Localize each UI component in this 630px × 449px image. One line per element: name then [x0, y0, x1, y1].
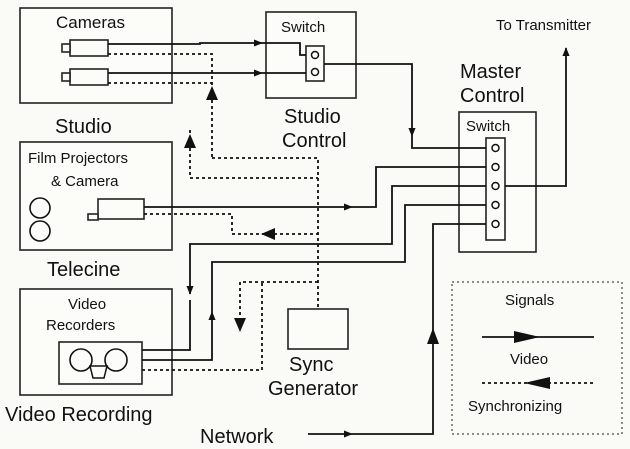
legend-video-label: Video — [510, 351, 548, 368]
legend-sync-arrow — [524, 377, 550, 389]
video-recorders-label-line1: Video — [68, 296, 106, 313]
network-label: Network — [200, 426, 274, 448]
to-transmitter-label: To Transmitter — [496, 17, 591, 34]
master-control-label-line1: Master — [460, 61, 521, 83]
camera-icon — [61, 68, 109, 86]
studio-label: Studio — [55, 116, 112, 138]
film-reel-icon — [29, 197, 51, 242]
studio-switch-label: Switch — [281, 19, 325, 36]
to-transmitter-line — [505, 47, 570, 187]
video-signal-lines — [108, 39, 570, 438]
legend-video-arrow — [514, 331, 540, 343]
sync-trunk-line — [212, 157, 319, 309]
telecine-box — [19, 141, 173, 251]
studio-control-label-line1: Studio — [284, 106, 341, 128]
recorder-to-master-line — [142, 311, 216, 361]
video-recording-label: Video Recording — [5, 404, 153, 426]
studio-to-master-line — [324, 63, 416, 137]
recorder-sync-line — [239, 281, 318, 322]
legend-box — [451, 281, 623, 435]
master-control-label-line2: Control — [460, 85, 524, 107]
telecine-camera-icon — [87, 198, 145, 221]
master-switch-label: Switch — [466, 118, 510, 135]
legend-sync-label: Synchronizing — [468, 398, 562, 415]
camera1-sync-line — [108, 53, 213, 158]
sync-generator-label-line2: Generator — [268, 378, 358, 400]
studio-switch-icon — [305, 45, 325, 82]
camera-icon — [61, 39, 109, 57]
cameras-label: Cameras — [56, 13, 125, 32]
sync-signal-lines — [108, 53, 319, 371]
video-recorders-label-line2: Recorders — [46, 317, 115, 334]
sync-generator-label-line1: Sync — [289, 354, 333, 376]
telecine-label: Telecine — [47, 259, 120, 281]
sync-generator-box — [287, 308, 349, 350]
master-switch-icon — [485, 137, 506, 241]
film-projectors-label-line1: Film Projectors — [28, 150, 128, 167]
tape-recorder-icon — [58, 341, 143, 385]
master-to-recorder-line — [186, 185, 486, 295]
studio-control-label-line2: Control — [282, 130, 346, 152]
film-projectors-label-line2: & Camera — [51, 173, 119, 190]
legend-title: Signals — [505, 292, 554, 309]
camera1-video-line — [108, 39, 263, 47]
